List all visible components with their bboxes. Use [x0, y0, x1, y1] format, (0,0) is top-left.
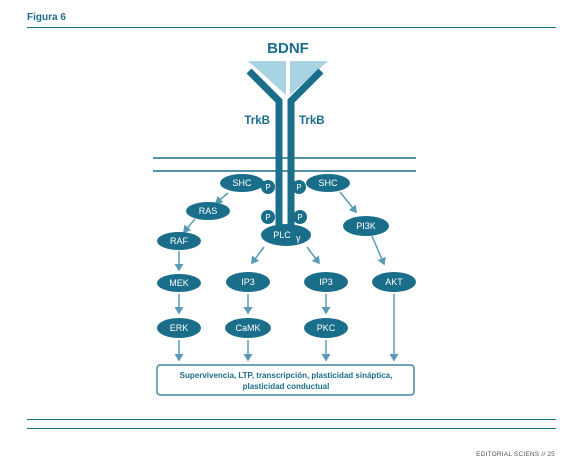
svg-text:RAS: RAS	[199, 206, 218, 216]
footer-credit: EDITORIAL SCIENS // 25	[476, 451, 555, 458]
node-pkc: PKC	[304, 318, 348, 338]
phospho-p1: P	[261, 180, 275, 194]
figure-label: Figura 6	[27, 12, 66, 23]
svg-text:RAF: RAF	[170, 236, 189, 246]
pathway-arrows	[174, 191, 399, 362]
node-camk: CaMK	[225, 318, 271, 338]
svg-text:γ: γ	[296, 233, 301, 243]
node-mek: MEK	[157, 274, 201, 292]
svg-text:PI3K: PI3K	[356, 221, 376, 231]
bdnf-left-wedge	[248, 61, 286, 95]
trkb-right-receptor	[287, 68, 324, 227]
node-ip3-left: IP3	[226, 272, 270, 292]
trkb-left-receptor	[246, 68, 283, 227]
svg-text:AKT: AKT	[385, 277, 403, 287]
outcome-box: Supervivencia, LTP, transcripción, plast…	[156, 364, 415, 396]
node-shc-left: SHC	[220, 174, 264, 192]
bdnf-right-wedge	[290, 61, 328, 95]
node-erk: ERK	[157, 318, 201, 338]
trkb-left-label: TrkB	[244, 115, 270, 127]
svg-text:MEK: MEK	[169, 278, 189, 288]
node-akt: AKT	[372, 272, 416, 292]
phospho-p4: P	[293, 210, 307, 224]
svg-text:IP3: IP3	[319, 277, 333, 287]
svg-text:ERK: ERK	[170, 323, 189, 333]
svg-text:PLC: PLC	[273, 230, 291, 240]
bottom-rule-1	[27, 419, 556, 420]
svg-text:P: P	[265, 183, 270, 192]
bottom-rule-2	[27, 428, 556, 429]
svg-text:SHC: SHC	[232, 178, 252, 188]
bdnf-label: BDNF	[267, 40, 309, 57]
top-rule	[27, 27, 556, 28]
svg-text:P: P	[265, 213, 270, 222]
trkb-right-label: TrkB	[299, 115, 325, 127]
svg-text:P: P	[296, 183, 301, 192]
node-ip3-right: IP3	[304, 272, 348, 292]
outcome-line-2: plasticidad conductual	[243, 382, 330, 391]
phospho-p2: P	[292, 180, 306, 194]
phospho-p3: P	[261, 210, 275, 224]
node-raf: RAF	[157, 232, 201, 250]
node-pi3k: PI3K	[343, 216, 389, 236]
svg-text:IP3: IP3	[241, 277, 255, 287]
svg-text:SHC: SHC	[318, 178, 338, 188]
node-ras: RAS	[186, 202, 230, 220]
svg-text:CaMK: CaMK	[235, 323, 260, 333]
outcome-line-1: Supervivencia, LTP, transcripción, plast…	[180, 371, 393, 380]
svg-text:P: P	[297, 213, 302, 222]
node-plc: PLC γ	[261, 224, 311, 246]
node-shc-right: SHC	[306, 174, 350, 192]
svg-text:PKC: PKC	[317, 323, 336, 333]
